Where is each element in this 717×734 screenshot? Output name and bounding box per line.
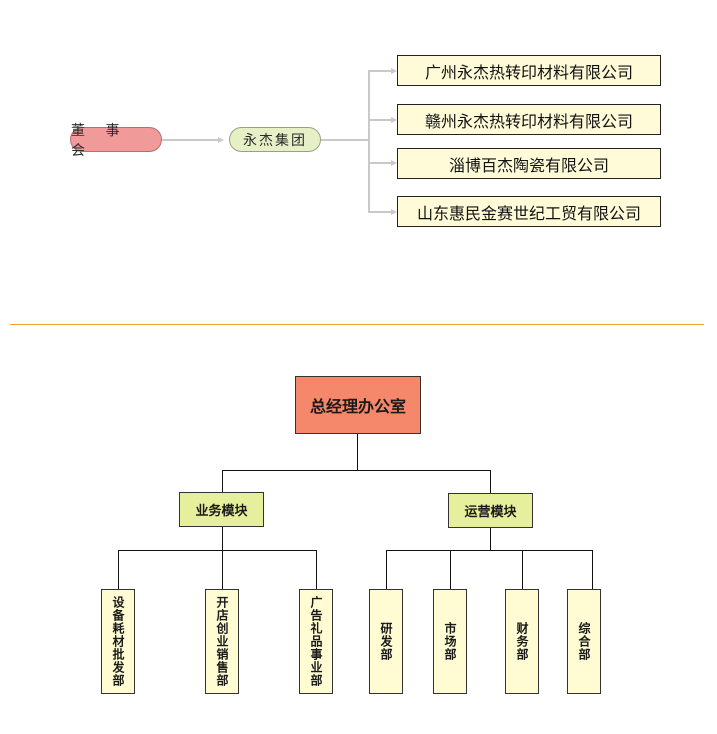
connector-dept-bar: [118, 550, 317, 551]
arrow-icon: [218, 137, 224, 143]
connector-dept-drop: [118, 550, 119, 589]
module-node: 业务模块: [179, 492, 264, 527]
connector-group-trunk: [321, 139, 369, 141]
connector-dept-drop: [316, 550, 317, 589]
connector-dept-drop: [450, 550, 451, 589]
root-node: 总经理办公室: [295, 376, 421, 434]
subsidiary-node: 广州永杰热转印材料有限公司: [397, 55, 661, 86]
department-label: 研发部: [379, 622, 393, 661]
subsidiary-label: 淄博百杰陶瓷有限公司: [448, 155, 609, 175]
board-label: 董 事 会: [71, 122, 128, 159]
department-node: 研发部: [369, 589, 403, 694]
connector-module-stem: [222, 527, 223, 551]
subsidiary-label: 赣州永杰热转印材料有限公司: [424, 111, 633, 131]
subsidiary-node: 山东惠民金赛世纪工贸有限公司: [397, 196, 661, 227]
connector-board-group: [162, 139, 218, 141]
connector-module-stem: [490, 528, 491, 551]
department-node: 综合部: [567, 589, 601, 694]
department-label: 广告礼品事业部: [309, 596, 323, 687]
connector-root-bar: [222, 470, 491, 471]
group-label: 永杰集团: [243, 132, 307, 149]
connector-module-drop: [222, 470, 223, 492]
department-label: 开店创业销售部: [215, 596, 229, 687]
connector-dept-drop: [386, 550, 387, 589]
arrow-icon: [391, 117, 397, 123]
connector-branch: [369, 119, 391, 121]
connector-branch: [369, 162, 391, 164]
department-node: 广告礼品事业部: [299, 589, 333, 694]
subsidiary-node: 赣州永杰热转印材料有限公司: [397, 104, 661, 135]
department-node: 市场部: [433, 589, 467, 694]
connector-branch: [369, 70, 391, 72]
connector-vertical-trunk: [368, 70, 370, 213]
connector-dept-bar: [386, 550, 593, 551]
board-node: 董 事 会: [70, 123, 162, 159]
department-label: 综合部: [577, 622, 591, 661]
arrow-icon: [391, 209, 397, 215]
department-label: 市场部: [443, 622, 457, 661]
department-label: 财务部: [515, 622, 529, 661]
connector-module-drop: [490, 470, 491, 493]
subsidiary-label: 广州永杰热转印材料有限公司: [424, 62, 633, 82]
subsidiary-node: 淄博百杰陶瓷有限公司: [397, 148, 661, 179]
connector-dept-drop: [522, 550, 523, 589]
department-node: 开店创业销售部: [205, 589, 239, 694]
department-label: 设备耗材批发部: [111, 596, 125, 687]
connector-dept-drop: [222, 550, 223, 589]
arrow-icon: [391, 68, 397, 74]
connector-root-stem: [357, 434, 358, 471]
module-label: 运营模块: [464, 505, 517, 520]
group-node: 永杰集团: [229, 127, 321, 152]
arrow-icon: [391, 160, 397, 166]
section-divider: [10, 324, 704, 325]
connector-dept-drop: [592, 550, 593, 589]
department-node: 设备耗材批发部: [101, 589, 135, 694]
connector-branch: [369, 211, 391, 213]
department-node: 财务部: [505, 589, 539, 694]
root-label: 总经理办公室: [309, 397, 406, 416]
subsidiary-label: 山东惠民金赛世纪工贸有限公司: [416, 203, 641, 223]
module-label: 业务模块: [195, 504, 248, 519]
module-node: 运营模块: [448, 493, 533, 528]
